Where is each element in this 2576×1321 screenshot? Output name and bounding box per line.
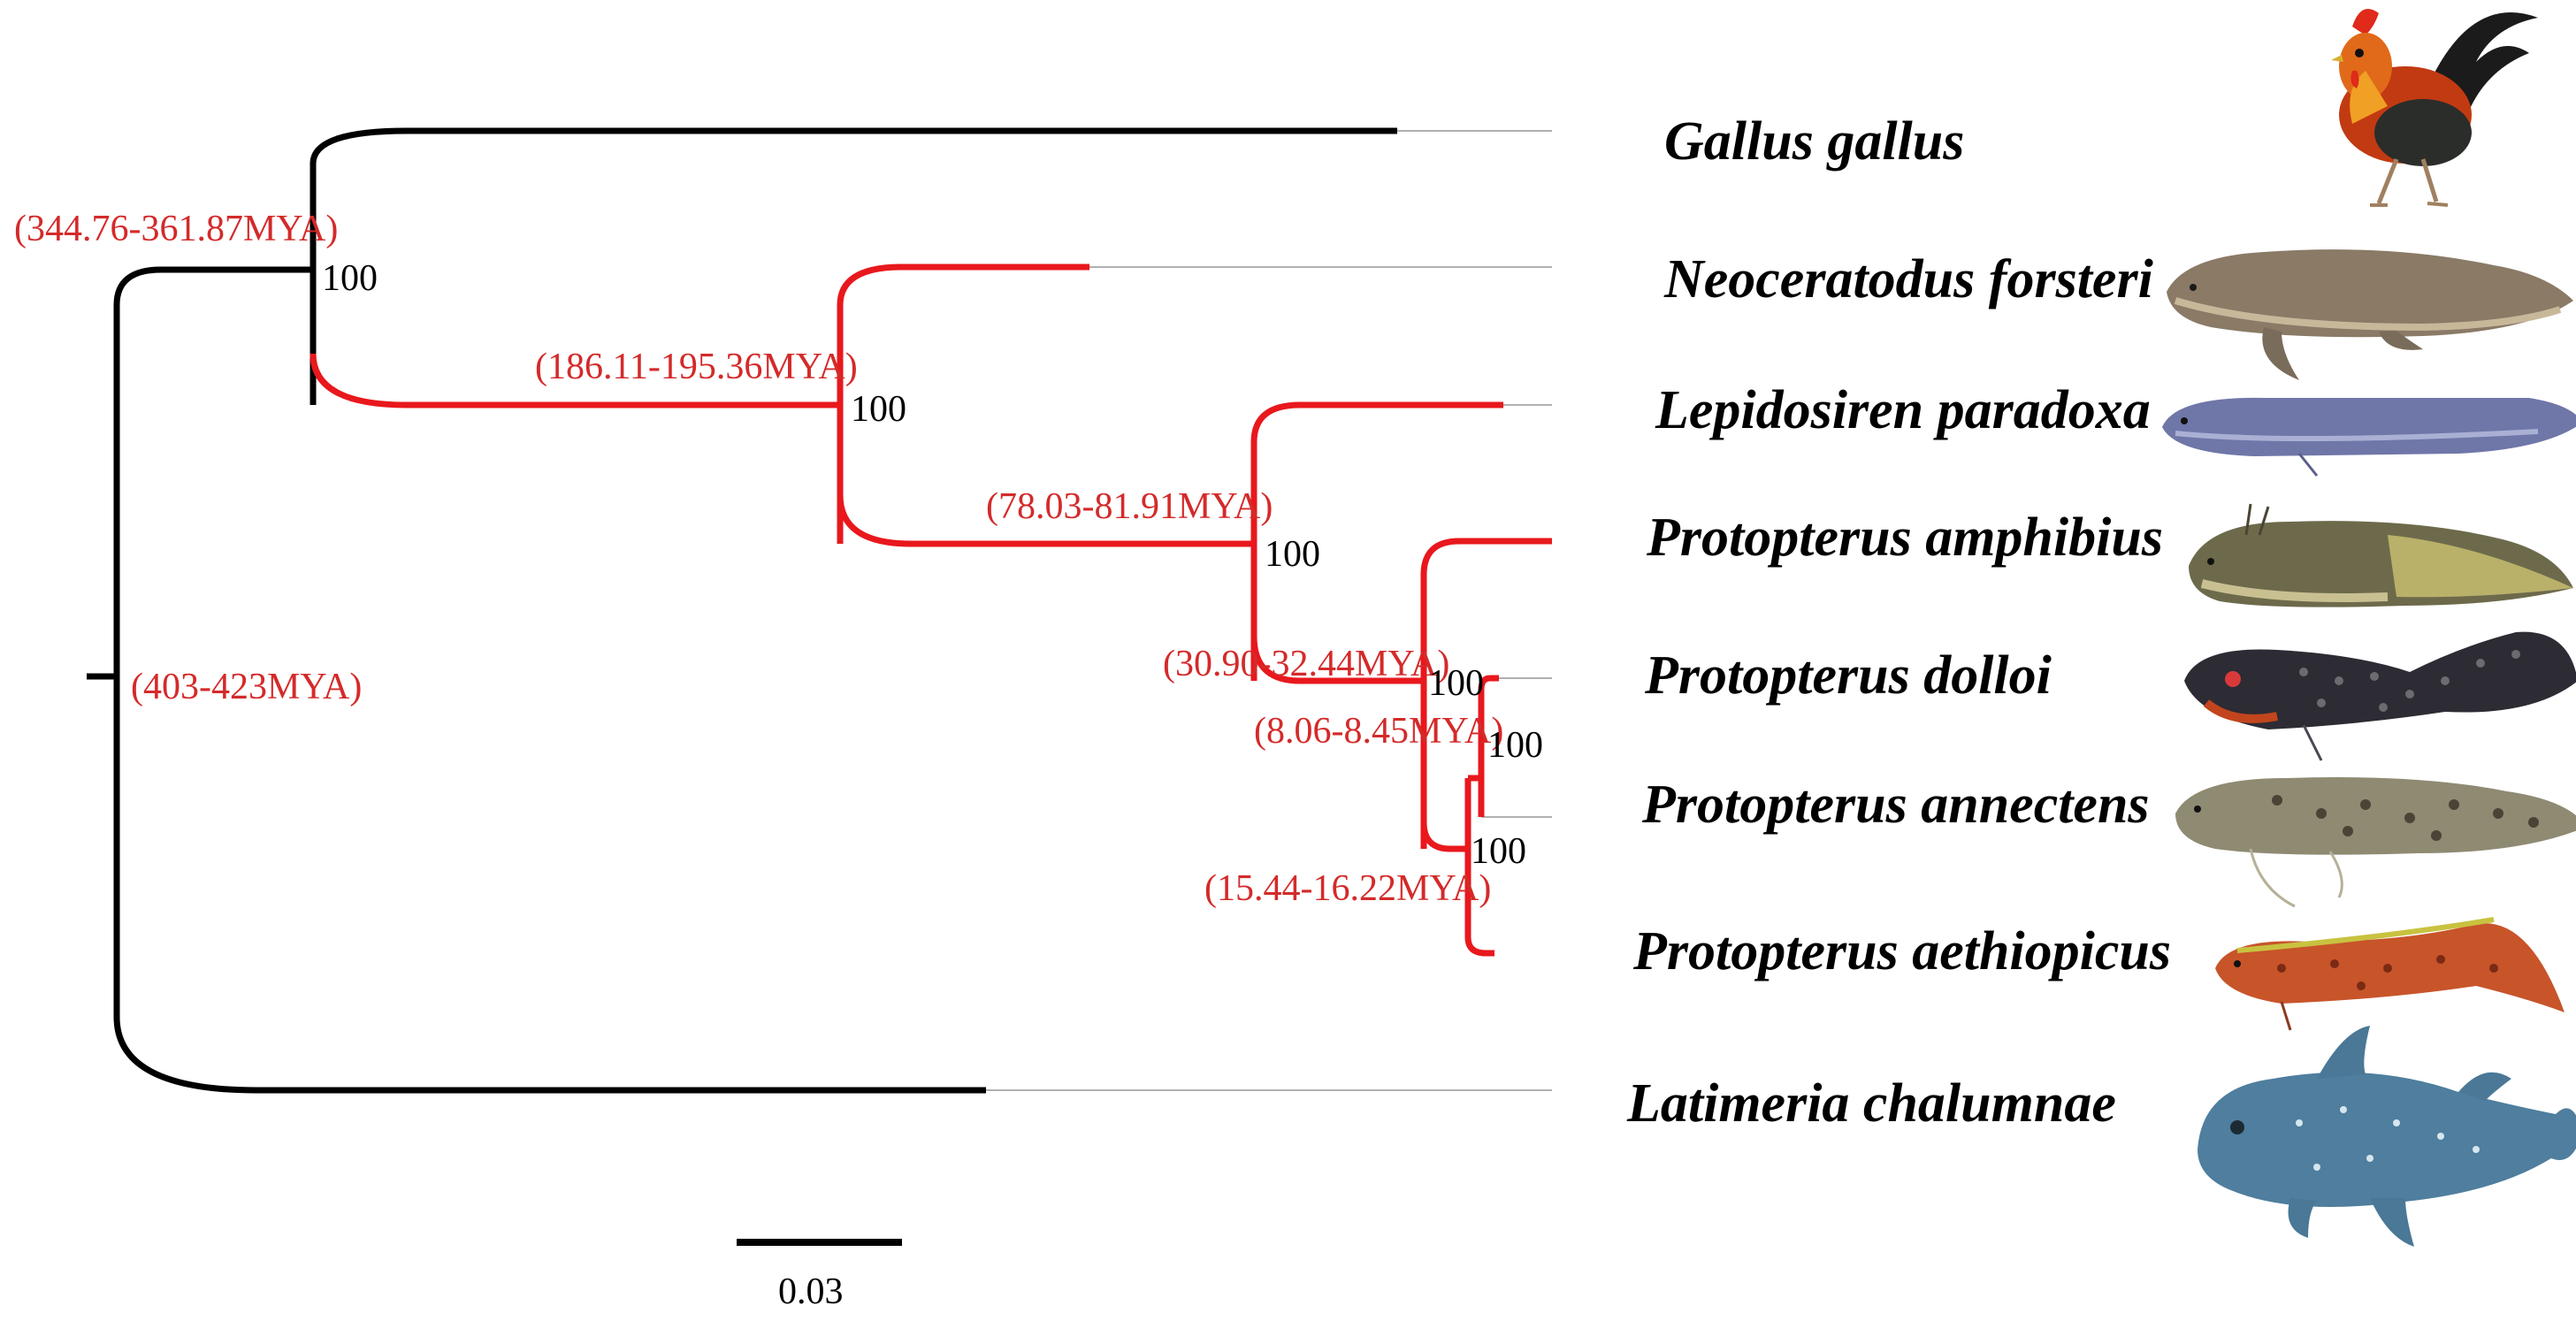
amphibius-branch: [1420, 538, 1552, 849]
age-labels: (403-423MYA) (344.76-361.87MYA) (186.11-…: [14, 209, 1503, 909]
age-label-gallus-lungfish: (344.76-361.87MYA): [14, 209, 338, 249]
aethiopicus-clade-stem: [1420, 821, 1468, 852]
outgroup-branches: [87, 127, 1397, 1094]
rooster-illustration: [2331, 9, 2538, 207]
age-label-lungfish: (186.11-195.36MYA): [535, 347, 858, 387]
species-label-dolloi: Protopterus dolloi: [1644, 645, 2052, 706]
protopterus-stem: [1250, 636, 1424, 684]
support-label-aethiopicus-clade: 100: [1471, 831, 1526, 872]
age-label-lepidosirenidae: (78.03-81.91MYA): [986, 486, 1273, 527]
aethiopicus-branch: [1464, 778, 1494, 957]
root-vertical-branch: [113, 266, 986, 1094]
coelacanth-illustration: [2198, 1026, 2576, 1247]
lepidosirenidae-stem: [837, 494, 1254, 547]
south-american-lungfish-illustration: [2162, 397, 2576, 477]
marbled-lungfish-illustration: [2215, 917, 2565, 1031]
lungfish-stem-branch: [310, 353, 840, 409]
slender-african-lungfish-illustration: [2184, 631, 2576, 761]
species-label-lepidosiren: Lepidosiren paradoxa: [1655, 380, 2151, 440]
support-label-lungfish: 100: [851, 389, 906, 430]
age-label-protopterus: (30.90-32.44MYA): [1163, 644, 1449, 684]
species-illustrations: [2162, 9, 2576, 1247]
support-label-gallus-lungfish: 100: [322, 258, 378, 299]
neoceratodus-branch: [837, 263, 1089, 544]
support-label-protopterus: 100: [1428, 663, 1484, 704]
species-label-annectens: Protopterus annectens: [1641, 775, 2150, 835]
species-label-aethiopicus: Protopterus aethiopicus: [1632, 921, 2171, 981]
species-label-neoceratodus: Neoceratodus forsteri: [1663, 249, 2153, 309]
gallus-branch: [310, 127, 1397, 405]
branch-extensions: [986, 130, 1552, 1091]
species-label-gallus: Gallus gallus: [1664, 111, 1964, 172]
scale-bar-label: 0.03: [778, 1271, 844, 1312]
lungfish-branches: [310, 263, 1552, 957]
age-label-root: (403-423MYA): [131, 667, 362, 707]
support-label-dolloi-annectens: 100: [1487, 725, 1543, 766]
australian-lungfish-illustration: [2167, 249, 2573, 380]
species-label-amphibius: Protopterus amphibius: [1646, 508, 2163, 568]
species-label-latimeria: Latimeria chalumnae: [1626, 1073, 2116, 1134]
support-label-lepidosirenidae: 100: [1265, 534, 1320, 575]
dolloi-branch: [1478, 675, 1499, 817]
west-african-lungfish-illustration: [2175, 777, 2576, 908]
species-labels: Gallus gallus Neoceratodus forsteri Lepi…: [1626, 111, 2171, 1134]
gilled-african-lungfish-illustration: [2189, 503, 2573, 607]
support-labels: 100 100 100 100 100 100: [322, 258, 1543, 872]
lepidosiren-branch: [1250, 401, 1503, 681]
age-label-dolloi-annectens: (8.06-8.45MYA): [1254, 711, 1503, 752]
age-label-aethiopicus-clade: (15.44-16.22MYA): [1204, 868, 1491, 909]
scale-bar: 0.03: [737, 1239, 902, 1312]
